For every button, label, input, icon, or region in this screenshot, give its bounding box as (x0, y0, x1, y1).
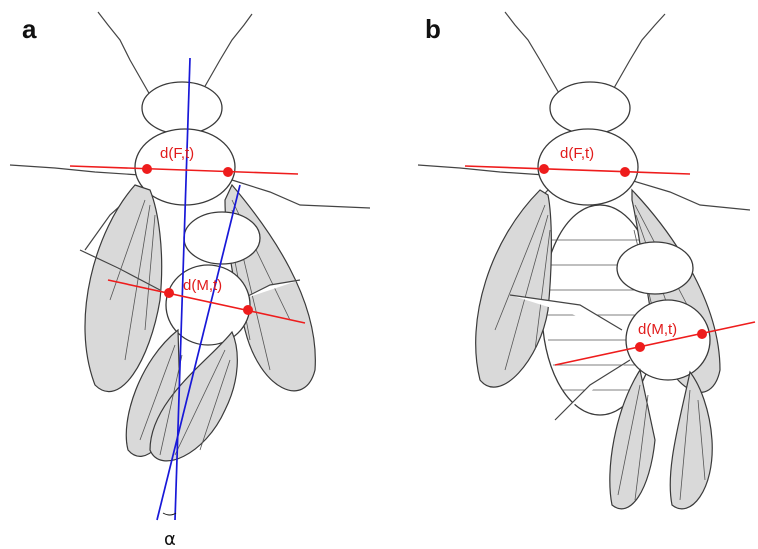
panel-b: b (418, 12, 755, 509)
panel-b-female-width-label: d(F,t) (560, 145, 594, 162)
angle-alpha-label: α (164, 529, 176, 549)
female-b-leg-2 (630, 180, 750, 210)
male-b-wing-right (670, 372, 712, 509)
panel-a-female-width-left-point (142, 164, 152, 174)
male-b-head (617, 242, 693, 294)
panel-a-male-width-left-point (164, 288, 174, 298)
panel-b-male-width-right-point (697, 329, 707, 339)
antenna-right-b (610, 14, 665, 95)
antenna-left (98, 12, 150, 95)
female-b-wing-left (476, 190, 552, 387)
panel-a-male-width-label: d(M,t) (183, 277, 222, 294)
panel-b-female-width-right-point (620, 167, 630, 177)
panel-a-label: a (22, 14, 37, 44)
panel-b-female-width-left-point (539, 164, 549, 174)
panel-b-male-width-left-point (635, 342, 645, 352)
panel-a-male-width-right-point (243, 305, 253, 315)
female-leg-2 (232, 180, 370, 208)
panel-a-female-width-right-point (223, 167, 233, 177)
antenna-left-b (505, 12, 560, 95)
panel-b-male-width-label: d(M,t) (638, 321, 677, 338)
female-head (142, 82, 222, 134)
antenna-right (200, 14, 252, 95)
panel-a-female-width-label: d(F,t) (160, 145, 194, 162)
panel-b-label: b (425, 14, 441, 44)
female-b-head (550, 82, 630, 134)
angle-arc (163, 513, 176, 515)
panel-a: a (10, 12, 370, 549)
female-b-thorax (538, 129, 638, 205)
